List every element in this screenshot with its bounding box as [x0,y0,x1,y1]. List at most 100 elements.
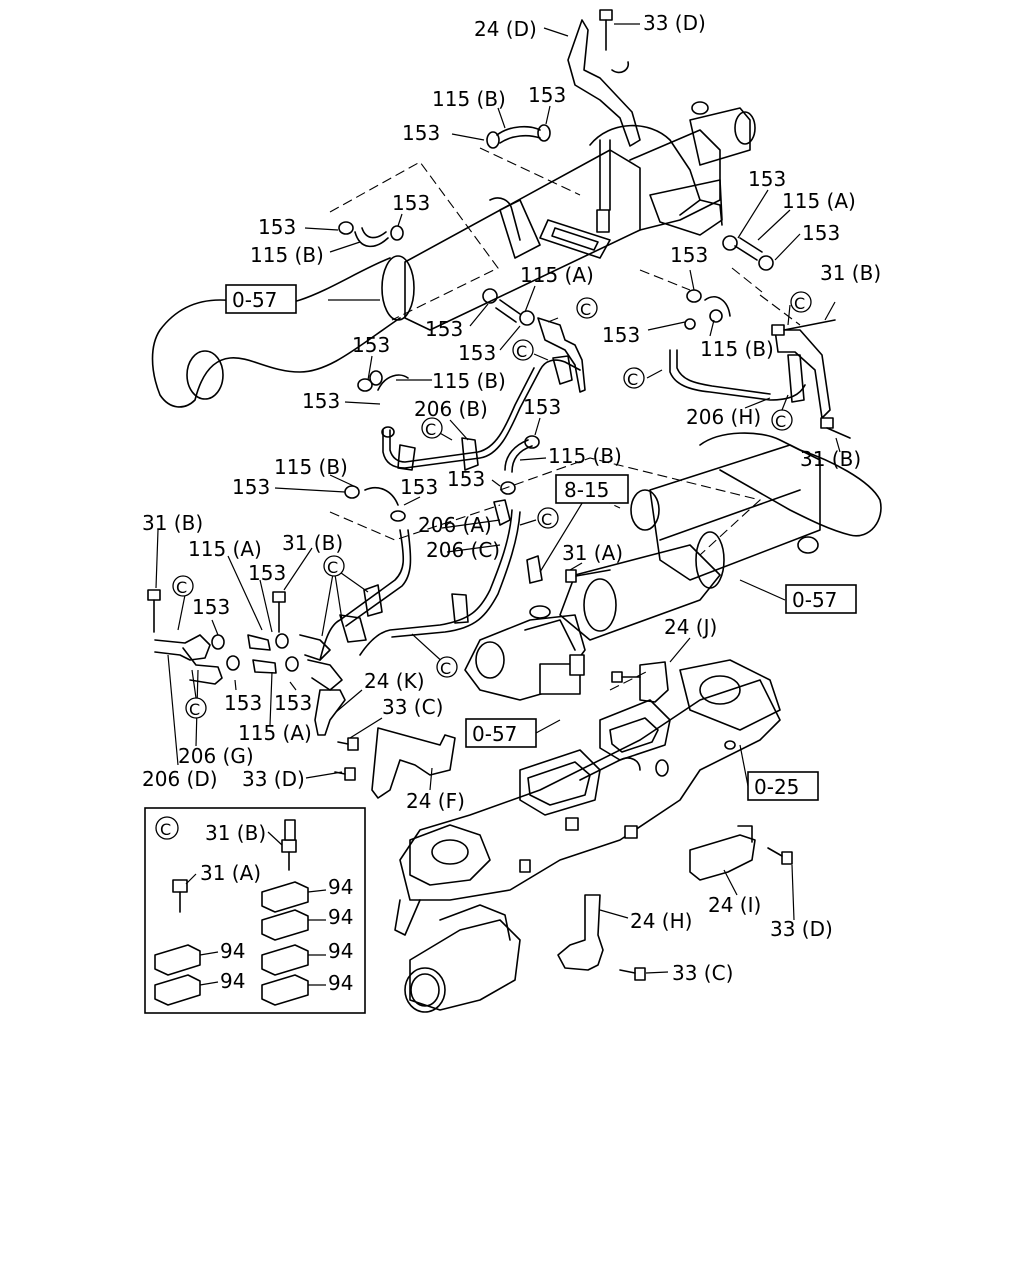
left-fittings [147,319,851,691]
callout-33C-b: 33 (C) [672,961,733,985]
upper-egr-cooler [151,9,756,408]
clamp-marker: C [436,656,458,678]
callout-31B-r2: 31 (B) [800,447,861,471]
callout-115A-m: 115 (A) [520,263,594,287]
clamp-marker: C [771,409,793,431]
ref-025: 0-25 [754,775,799,799]
callout-24J: 24 (J) [664,615,717,639]
clamp-marker: C [576,297,598,319]
inset-clamp-94-e: 94 [220,969,245,993]
callout-153-r2: 153 [802,221,840,245]
callout-31A: 31 (A) [562,541,623,565]
ref-box-815 [555,474,629,504]
inset-bolt-31B: 31 (B) [205,821,266,845]
clamp-marker: C [623,367,645,389]
callout-24I: 24 (I) [708,893,761,917]
clamp-markers: C C C C C C C C C C C [172,291,812,719]
callout-115A-r: 115 (A) [782,189,856,213]
callout-153-r1: 153 [748,167,786,191]
callout-206D: 206 (D) [142,767,218,791]
clamp-marker: C [421,417,443,439]
callout-115B-d: 115 (B) [274,455,348,479]
callout-115B-c: 115 (B) [432,369,506,393]
callout-153-f: 153 [302,389,340,413]
callout-153-b: 153 [402,121,440,145]
callout-206A: 206 (A) [418,513,492,537]
callout-153-m2: 153 [458,341,496,365]
leader-lines [155,23,841,974]
svg-text:C: C [775,412,786,431]
inset-marker: C [160,820,171,839]
callout-33D-top: 33 (D) [643,11,706,35]
svg-text:C: C [580,300,591,319]
right-brackets [557,661,793,981]
callout-115A-b: 115 (A) [238,721,312,745]
callout-24H: 24 (H) [630,909,692,933]
callout-153-o: 153 [274,691,312,715]
callout-24F: 24 (F) [406,789,465,813]
callout-153-d: 153 [392,191,430,215]
ref-815: 8-15 [564,478,609,502]
ref-box-057-c [465,718,537,748]
svg-text:C: C [516,342,527,361]
callout-24D: 24 (D) [474,17,537,41]
callout-153-h: 153 [232,475,270,499]
ref-057-c: 0-57 [472,722,517,746]
callout-153-m1: 153 [425,317,463,341]
callout-115A-l: 115 (A) [188,537,262,561]
inset-clamp-94-a: 94 [328,875,353,899]
callout-153-l: 153 [192,595,230,619]
callout-153-c: 153 [258,215,296,239]
callout-206C: 206 (C) [426,538,500,562]
inset-bolt-31A: 31 (A) [200,861,261,885]
inset-clamp-94-d: 94 [328,939,353,963]
callout-115B-e: 115 (B) [548,444,622,468]
svg-text:C: C [627,370,638,389]
svg-text:C: C [189,700,200,719]
callout-153-a: 153 [528,83,566,107]
callout-153-j: 153 [447,467,485,491]
callout-31B-l2: 31 (B) [282,531,343,555]
reference-boxes: 0-57 8-15 0-57 0-57 0-25 [225,284,857,801]
clamp-marker: C [172,575,194,597]
svg-text:C: C [794,294,805,313]
callout-33D-b: 33 (D) [770,917,833,941]
callout-24K: 24 (K) [364,669,425,693]
callout-153-e: 153 [352,333,390,357]
callout-115B-r: 115 (B) [700,337,774,361]
callout-153-k: 153 [248,561,286,585]
callout-153-r4: 153 [602,323,640,347]
ref-box-057-b [785,584,857,614]
clamp-detail-inset: C 31 (B) 31 (A) 94 94 94 94 94 94 [144,807,366,1014]
clamp-marker: C [185,697,207,719]
clamp-marker: C [537,507,559,529]
callout-206B: 206 (B) [414,397,488,421]
callout-labels: 24 (D) 33 (D) 115 (B) 153 153 153 115 (A… [142,11,881,985]
svg-text:C: C [176,578,187,597]
callout-206H: 206 (H) [686,405,761,429]
svg-text:C: C [425,420,436,439]
callout-153-g: 153 [523,395,561,419]
ref-box-025 [747,771,819,801]
ref-box-057-a [225,284,297,314]
clamp-marker: C [512,339,534,361]
lower-egr-cooler [464,432,882,701]
ref-057-b: 0-57 [792,588,837,612]
clamp-brackets [339,317,831,643]
callout-31B-l: 31 (B) [142,511,203,535]
inset-clamp-94-f: 94 [328,971,353,995]
callout-115B-a: 115 (B) [432,87,506,111]
callout-33D-a: 33 (D) [242,767,305,791]
svg-text:C: C [440,659,451,678]
clamp-marker: C [790,291,812,313]
inset-clamp-94-c: 94 [220,939,245,963]
svg-text:C: C [541,510,552,529]
callout-31B-r1: 31 (B) [820,261,881,285]
svg-text:C: C [327,558,338,577]
ref-057-a: 0-57 [232,288,277,312]
clamp-marker: C [323,555,345,577]
inset-clamp-94-b: 94 [328,905,353,929]
callout-153-r3: 153 [670,243,708,267]
intake-manifold [394,659,781,1013]
